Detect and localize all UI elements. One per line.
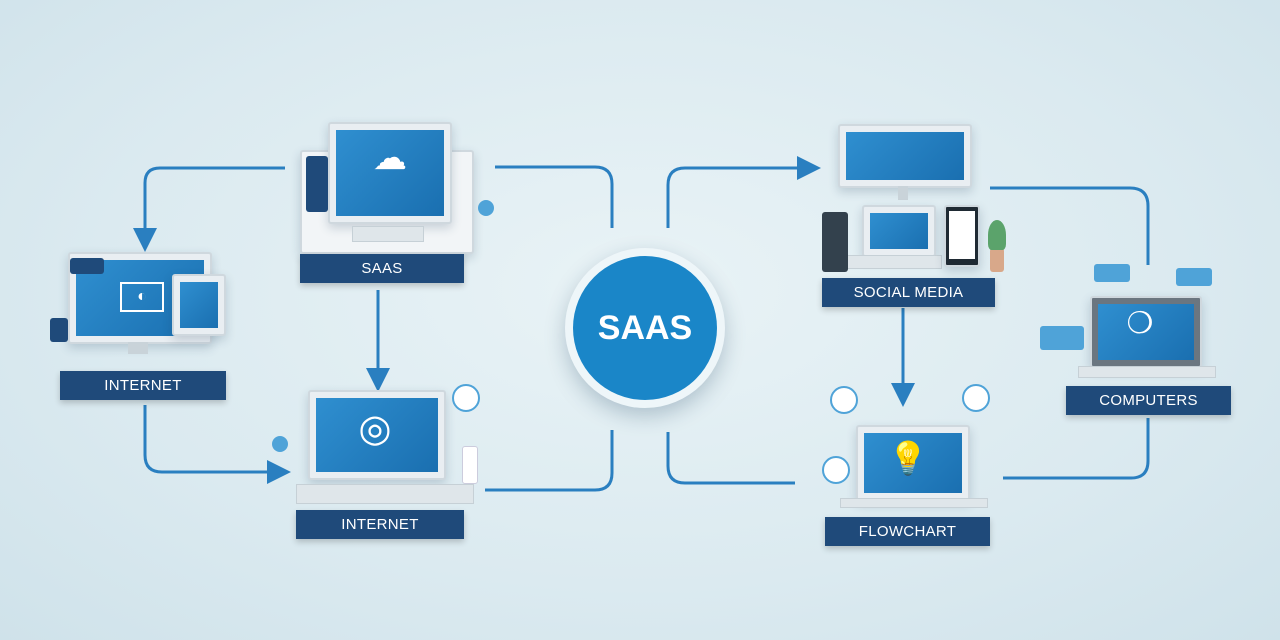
connector bbox=[133, 166, 285, 252]
computers-label[interactable]: COMPUTERS bbox=[1066, 386, 1231, 415]
internet-bottom-label[interactable]: INTERNET bbox=[296, 510, 464, 539]
connector bbox=[485, 430, 614, 492]
devices-icon bbox=[944, 205, 980, 267]
monitor-icon: ◐ bbox=[120, 282, 164, 312]
fingerprint-icon: ◎ bbox=[358, 408, 392, 450]
social-media-label[interactable]: SOCIAL MEDIA bbox=[822, 278, 995, 307]
internet-left-label[interactable]: INTERNET bbox=[60, 371, 226, 400]
flowchart-label[interactable]: FLOWCHART bbox=[825, 517, 990, 546]
laptop-icon: ❍ bbox=[1126, 307, 1154, 340]
connector bbox=[495, 165, 614, 228]
connector bbox=[143, 405, 291, 484]
connector bbox=[666, 156, 821, 228]
cloud-icon: ☁ bbox=[373, 139, 407, 177]
connector bbox=[990, 186, 1150, 265]
saas-top-label[interactable]: SAAS bbox=[300, 254, 464, 283]
connector bbox=[666, 432, 795, 485]
lightbulb-icon: 💡 bbox=[888, 440, 928, 476]
connector bbox=[1003, 418, 1150, 480]
center-saas-label: SAAS bbox=[573, 256, 717, 400]
center-saas-node[interactable]: SAAS bbox=[565, 248, 725, 408]
